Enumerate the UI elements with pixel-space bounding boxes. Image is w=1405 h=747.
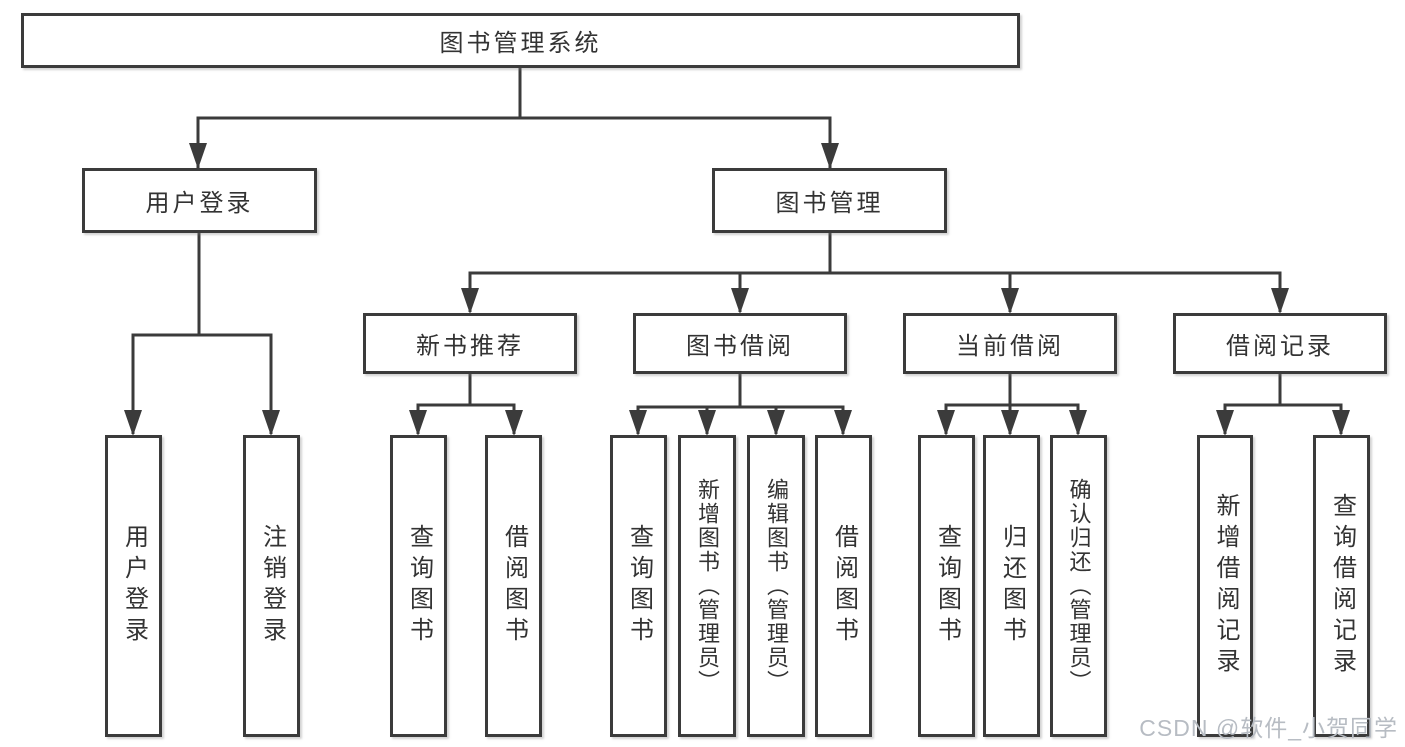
node-borrow-records: 借阅记录 xyxy=(1173,313,1387,374)
connector-book-borrow-to-leaves xyxy=(636,374,845,434)
leaf-edit-books-admin: 编辑图书（管理员） xyxy=(747,435,805,737)
node-current-borrow: 当前借阅 xyxy=(903,313,1117,374)
connector-new-book-to-leaves xyxy=(416,374,516,434)
leaf-query-borrow-record: 查询借阅记录 xyxy=(1313,435,1370,737)
node-new-book-recommend: 新书推荐 xyxy=(363,313,577,374)
node-user-login: 用户登录 xyxy=(82,168,317,233)
leaf-return-books: 归还图书 xyxy=(983,435,1040,737)
node-root-system: 图书管理系统 xyxy=(21,13,1020,68)
leaf-borrow-books-2: 借阅图书 xyxy=(815,435,872,737)
csdn-watermark: CSDN @软件_小贺同学 xyxy=(1139,715,1398,741)
node-book-management: 图书管理 xyxy=(712,168,947,233)
leaf-add-books-admin: 新增图书（管理员） xyxy=(678,435,736,737)
leaf-confirm-return-admin: 确认归还（管理员） xyxy=(1050,435,1107,737)
leaf-logout: 注销登录 xyxy=(243,435,300,737)
leaf-borrow-books-1: 借阅图书 xyxy=(485,435,542,737)
connector-user-login-to-leaves xyxy=(131,233,273,434)
leaf-query-books-3: 查询图书 xyxy=(918,435,975,737)
connector-root-to-level2 xyxy=(196,68,832,169)
leaf-add-borrow-record: 新增借阅记录 xyxy=(1197,435,1253,737)
connector-borrow-records-to-leaves xyxy=(1223,374,1343,434)
node-book-borrow: 图书借阅 xyxy=(633,313,847,374)
leaf-user-login: 用户登录 xyxy=(105,435,162,737)
connector-book-mgmt-to-level3 xyxy=(468,233,1282,312)
leaf-query-books-1: 查询图书 xyxy=(390,435,447,737)
leaf-query-books-2: 查询图书 xyxy=(610,435,667,737)
